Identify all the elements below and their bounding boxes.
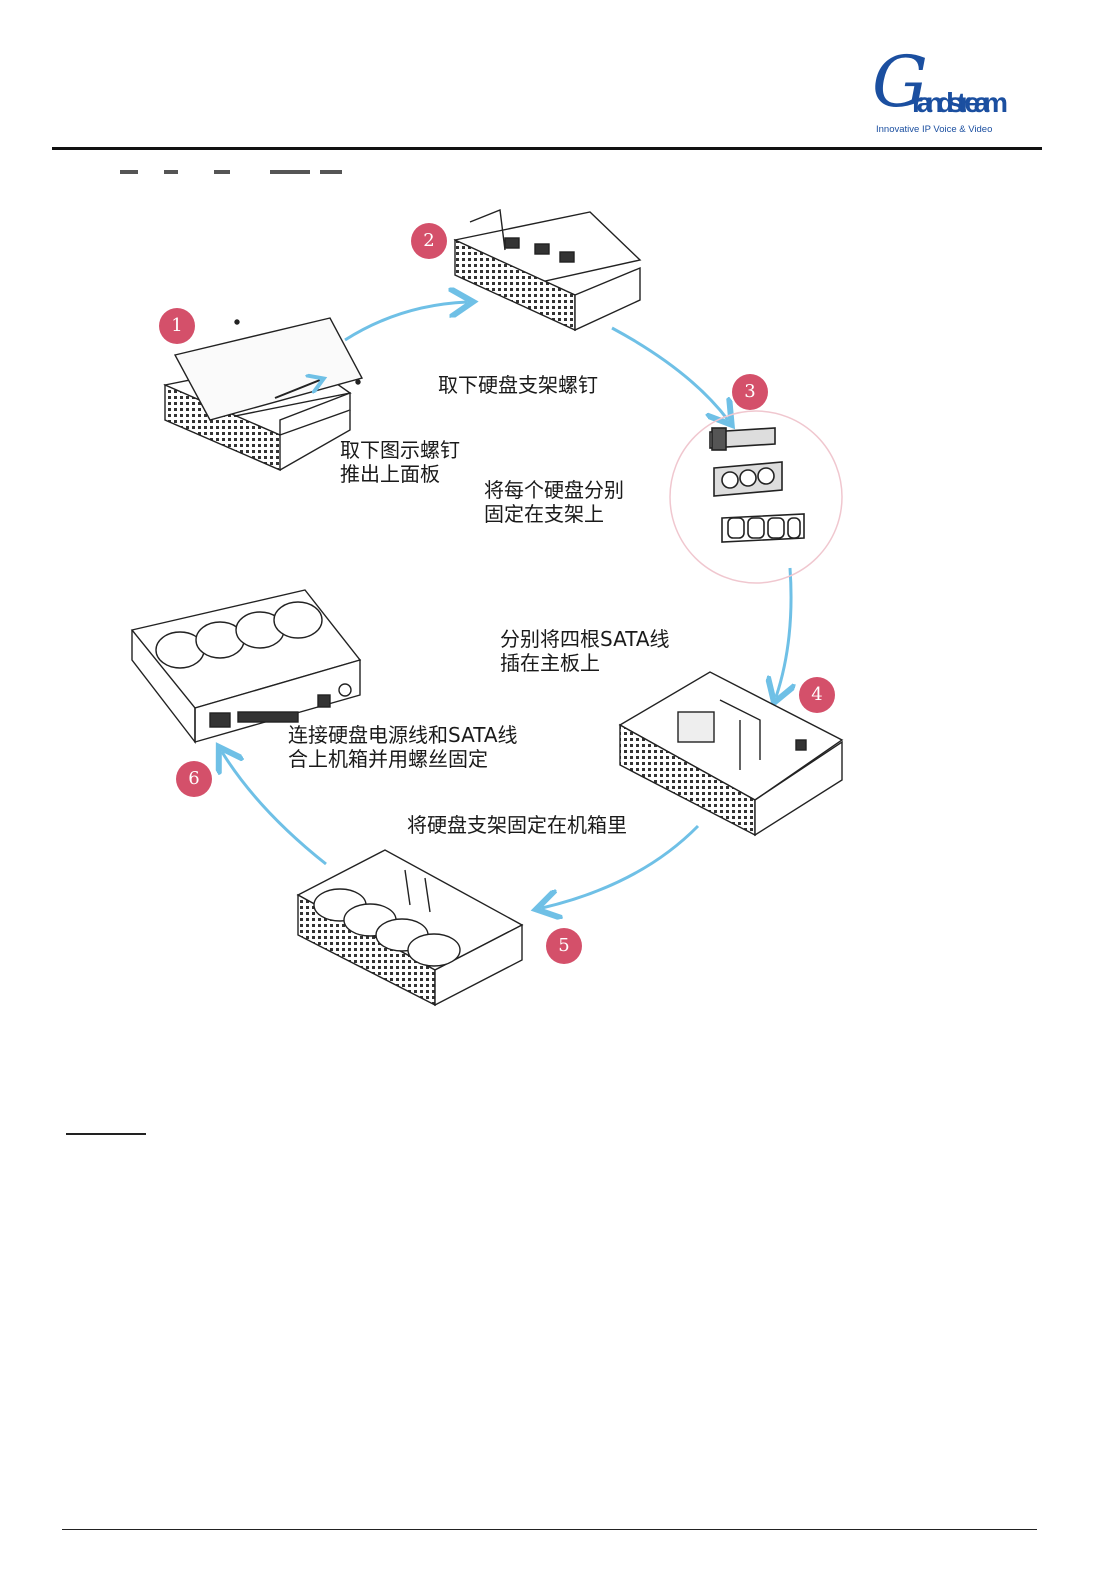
- step-4-caption: 分别将四根SATA线 插在主板上: [500, 627, 670, 675]
- step-5-caption: 将硬盘支架固定在机箱里: [407, 813, 627, 837]
- arrow-2-to-3: [612, 328, 728, 420]
- arrow-1-to-2: [345, 302, 467, 340]
- step-6-caption: 连接硬盘电源线和SATA线 合上机箱并用螺丝固定: [288, 723, 518, 771]
- step-1-caption: 取下图示螺钉 推出上面板: [340, 438, 460, 486]
- footer-rule: [62, 1529, 1037, 1530]
- step-3-caption-line: 将每个硬盘分别: [484, 478, 624, 502]
- step-6-caption-line: 连接硬盘电源线和SATA线: [288, 723, 518, 747]
- step-4-caption-line: 分别将四根SATA线: [500, 627, 670, 651]
- underline-stub: [66, 1133, 146, 1135]
- step-6-badge: 6: [176, 761, 212, 797]
- chassis-step-5: [298, 850, 522, 1005]
- step-3-caption: 将每个硬盘分别 固定在支架上: [484, 478, 624, 526]
- step-3-caption-line: 固定在支架上: [484, 502, 624, 526]
- arrow-3-to-4: [776, 568, 791, 697]
- step-5-badge: 5: [546, 928, 582, 964]
- chassis-step-1: [165, 318, 362, 470]
- step-2-caption: 取下硬盘支架螺钉: [438, 373, 598, 397]
- step-3-badge: 3: [732, 374, 768, 410]
- chassis-step-6: [132, 590, 360, 742]
- step-2-caption-line: 取下硬盘支架螺钉: [438, 373, 598, 397]
- step-4-caption-line: 插在主板上: [500, 651, 670, 675]
- arrow-4-to-5: [542, 826, 698, 908]
- step-1-caption-line: 取下图示螺钉: [340, 438, 460, 462]
- chassis-step-2: [455, 210, 640, 330]
- step-4-badge: 4: [799, 677, 835, 713]
- drive-bracket-parts: [710, 428, 804, 542]
- step-1-caption-line: 推出上面板: [340, 462, 460, 486]
- step-6-caption-line: 合上机箱并用螺丝固定: [288, 747, 518, 771]
- step-5-caption-line: 将硬盘支架固定在机箱里: [407, 813, 627, 837]
- step-1-badge: 1: [159, 308, 195, 344]
- step-2-badge: 2: [411, 223, 447, 259]
